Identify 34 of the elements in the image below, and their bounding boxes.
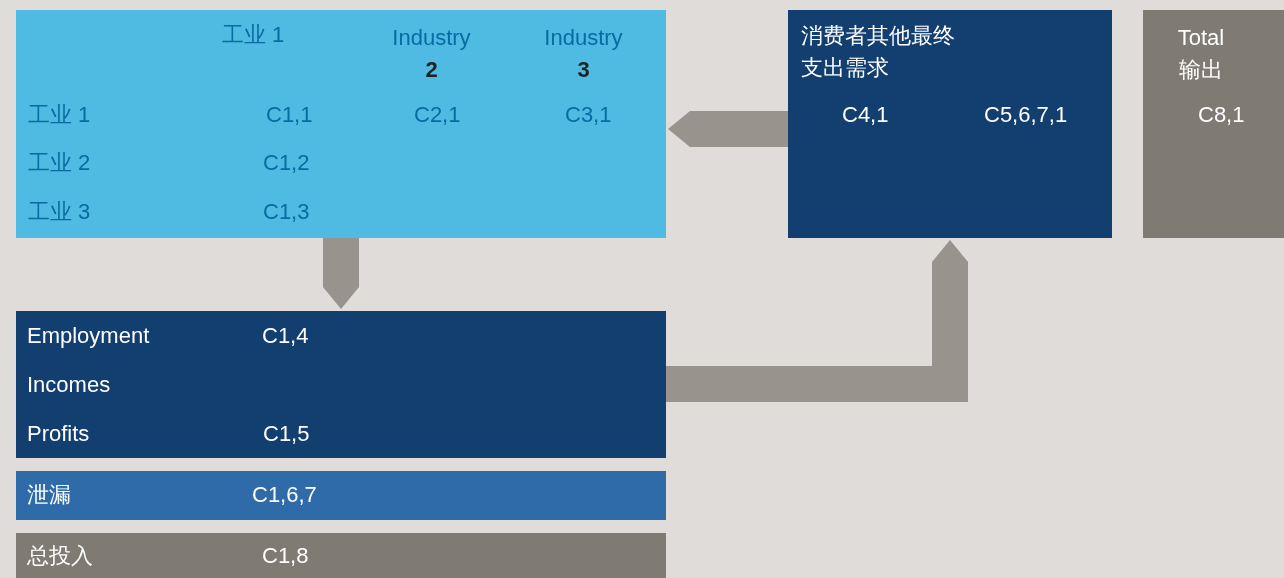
block-arrow — [668, 111, 788, 147]
column-header: Industry 2 — [391, 24, 472, 84]
row-label: Total 输出 — [1176, 24, 1226, 84]
column-header: 工业 1 — [222, 22, 285, 48]
total-input-bar — [16, 533, 666, 578]
coefficient-label: C2,1 — [414, 102, 461, 128]
coefficient-label: C5,6,7,1 — [984, 102, 1068, 128]
coefficient-label: C1,3 — [263, 199, 310, 225]
row-label: 消费者其他最终支出需求 — [801, 22, 956, 82]
coefficient-label: C8,1 — [1198, 102, 1245, 128]
row-header: 工业 3 — [28, 199, 91, 225]
column-header: Industry 3 — [543, 24, 624, 84]
coefficient-label: C1,6,7 — [252, 482, 317, 508]
total-output-panel — [1143, 10, 1284, 238]
coefficient-label: C4,1 — [842, 102, 889, 128]
row-header: 工业 2 — [28, 150, 91, 176]
row-label: Employment — [27, 323, 150, 349]
coefficient-label: C1,2 — [263, 150, 310, 176]
coefficient-label: C1,8 — [262, 543, 309, 569]
matrix-panel — [16, 10, 666, 238]
coefficient-label: C3,1 — [565, 102, 612, 128]
block-arrow — [323, 238, 359, 309]
block-arrow — [666, 240, 968, 402]
row-label: 泄漏 — [27, 482, 71, 508]
coefficient-label: C1,4 — [262, 323, 309, 349]
row-label: 总投入 — [27, 543, 93, 569]
row-header: 工业 1 — [28, 102, 91, 128]
value-added-panel — [16, 311, 666, 458]
coefficient-label: Profits — [27, 421, 90, 447]
coefficient-label: C1,5 — [263, 421, 310, 447]
leakage-bar — [16, 471, 666, 520]
coefficient-label: Incomes — [27, 372, 111, 398]
final-demand-panel — [788, 10, 1112, 238]
coefficient-label: C1,1 — [266, 102, 313, 128]
